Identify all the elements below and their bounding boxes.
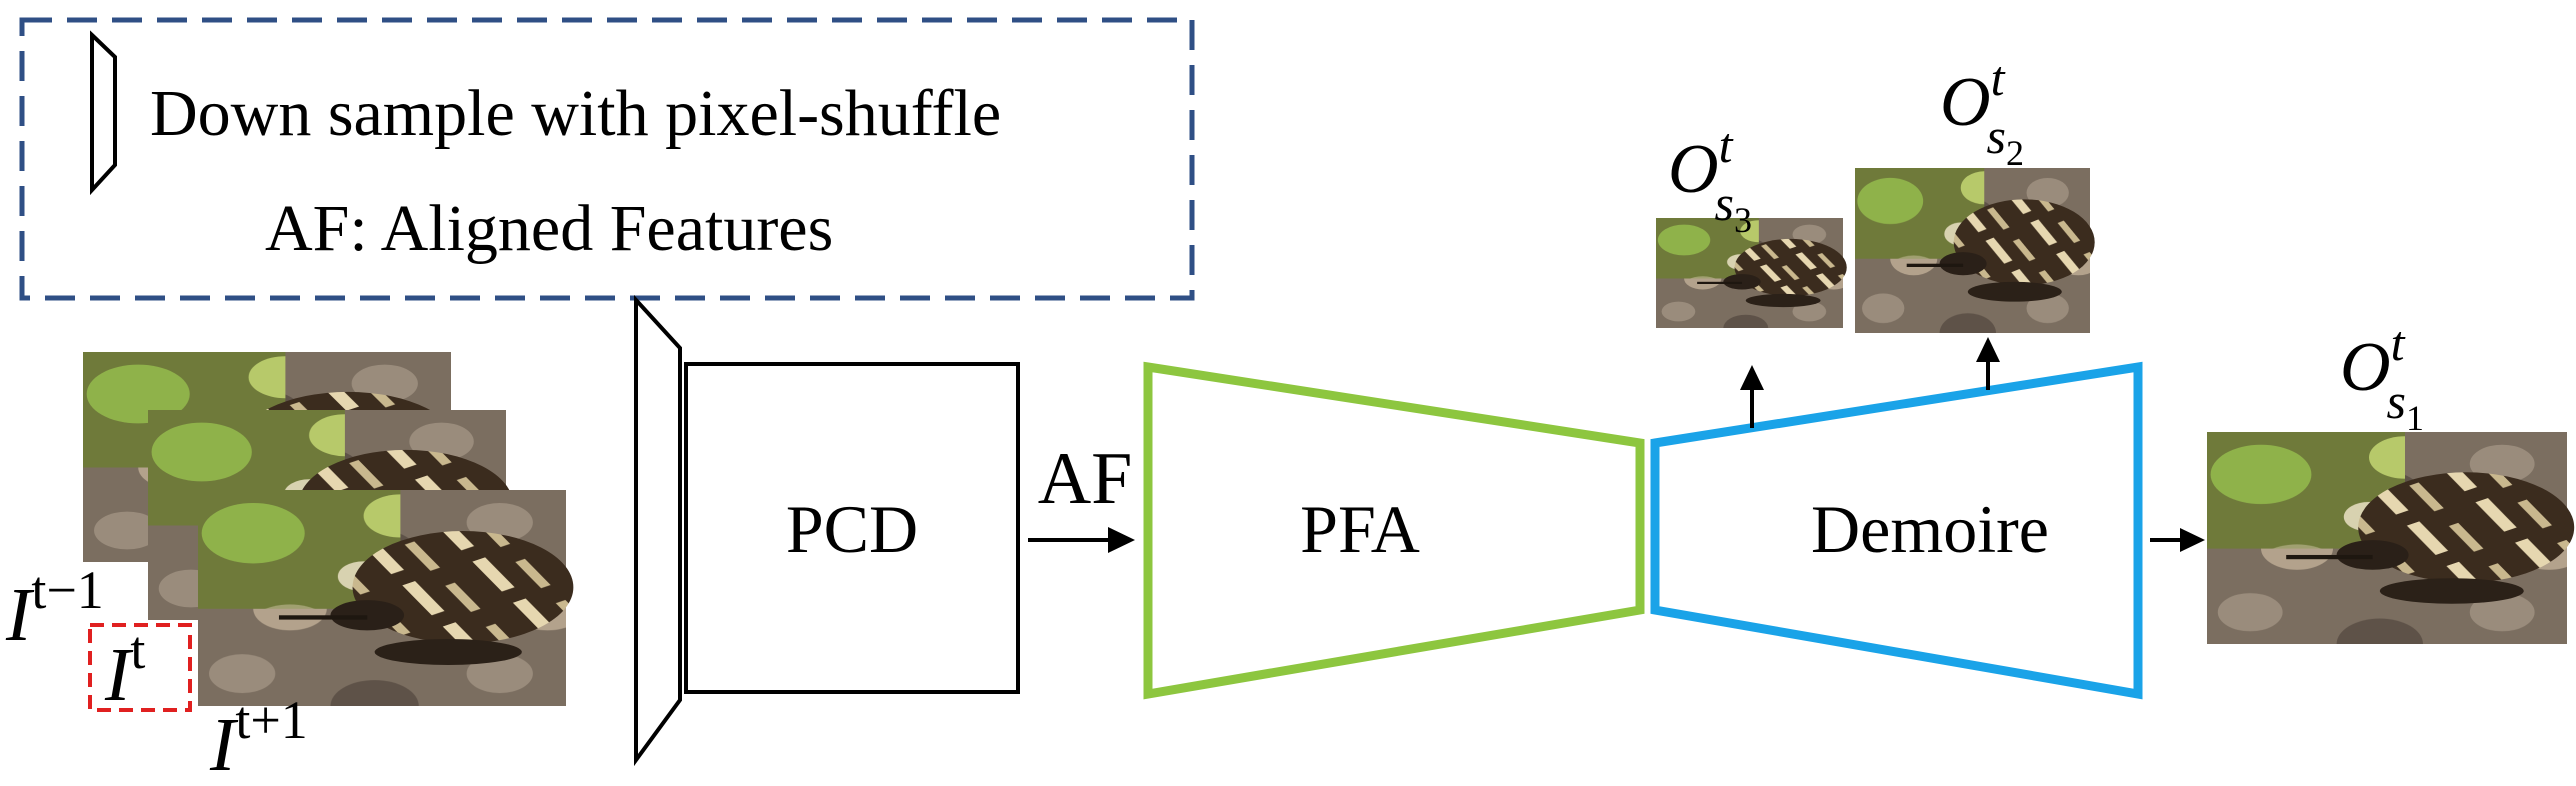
input-frame-next — [198, 490, 574, 706]
af-arrow — [1028, 527, 1135, 553]
output-image-s2 — [1855, 168, 2095, 333]
input-frames — [83, 352, 574, 706]
arrow-to-s3 — [1740, 365, 1764, 428]
label-input-cur: It — [104, 620, 145, 717]
demoire-block: Demoire — [1650, 361, 2143, 700]
current-frame-highlight — [88, 623, 192, 712]
legend-box: Down sample with pixel-shuffle AF: Align… — [19, 17, 1195, 301]
demoire-label: Demoire — [1811, 491, 2049, 567]
arrow-to-s2 — [1976, 337, 2000, 390]
pcd-label: PCD — [786, 491, 918, 567]
arrow-to-s1 — [2150, 528, 2205, 552]
legend-line-downsample: Down sample with pixel-shuffle — [150, 77, 1001, 150]
legend-line-aligned-features: AF: Aligned Features — [265, 192, 833, 265]
pcd-block: PCD — [684, 362, 1020, 694]
af-label: AF — [1038, 438, 1133, 520]
pfa-block: PFA — [1143, 361, 1645, 700]
label-input-next: It+1 — [209, 690, 308, 786]
label-input-prev: It−1 — [5, 560, 104, 657]
pfa-label: PFA — [1300, 491, 1420, 567]
downsample-block — [634, 294, 682, 767]
output-image-s1 — [2207, 432, 2575, 644]
trapezoid-downsample-icon — [90, 30, 117, 196]
